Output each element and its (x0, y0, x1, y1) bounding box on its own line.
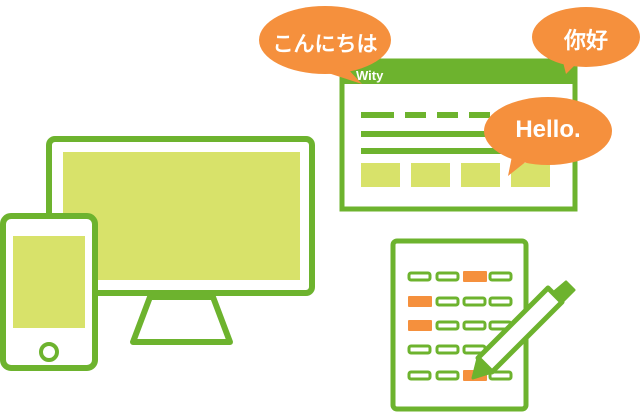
checklist-row-2 (408, 296, 513, 307)
content-lines (361, 112, 546, 154)
bubble-text-japanese: こんにちは (272, 32, 378, 56)
smartphone-icon (0, 213, 98, 371)
monitor-icon (46, 136, 315, 345)
pencil-icon (471, 280, 576, 380)
bubble-text-chinese: 你好 (563, 29, 608, 54)
checklist-sheet-icon (390, 238, 529, 412)
browser-window-icon (339, 58, 578, 212)
checklist-row-5 (407, 370, 513, 381)
browser-window-title: Wity (356, 68, 384, 83)
bubble-text-english: Hello. (515, 116, 581, 143)
checklist-row-1 (407, 271, 513, 282)
checklist-row-4 (407, 344, 487, 355)
speech-bubble-icon (259, 6, 640, 176)
